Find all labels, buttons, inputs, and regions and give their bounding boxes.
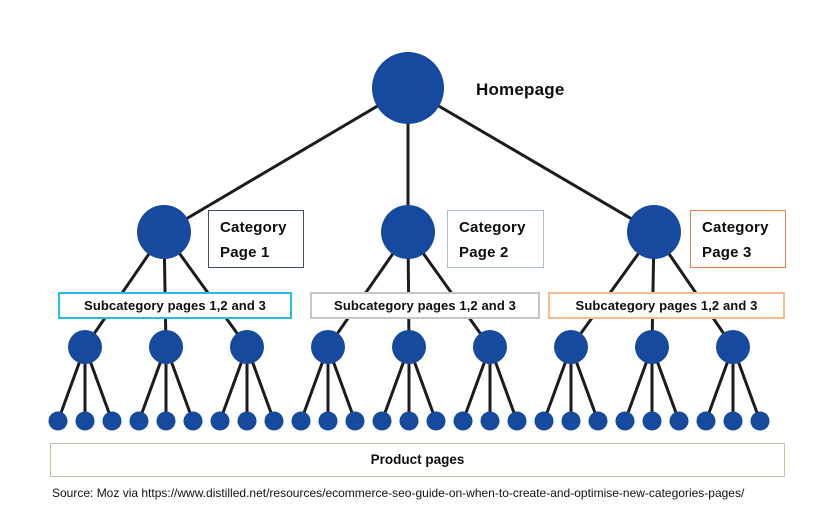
category-page-2-box: Category Page 2 — [447, 210, 544, 268]
product-node — [507, 411, 527, 431]
subcategory-node — [230, 330, 264, 364]
subcategory-node — [554, 330, 588, 364]
product-node — [615, 411, 635, 431]
product-node — [291, 411, 311, 431]
category-page-3-line2: Page 3 — [702, 244, 752, 261]
product-node — [669, 411, 689, 431]
category-page-2-line2: Page 2 — [459, 244, 509, 261]
edge — [407, 86, 655, 234]
product-node — [642, 411, 662, 431]
product-node — [210, 411, 230, 431]
product-node — [345, 411, 365, 431]
product-node — [426, 411, 446, 431]
source-attribution: Source: Moz via https://www.distilled.ne… — [52, 486, 745, 500]
subcategory-box-3: Subcategory pages 1,2 and 3 — [548, 292, 785, 319]
homepage-label: Homepage — [476, 80, 565, 99]
subcategory-node — [311, 330, 345, 364]
product-node — [102, 411, 122, 431]
product-node — [183, 411, 203, 431]
product-node — [480, 411, 500, 431]
product-node — [399, 411, 419, 431]
product-node — [156, 411, 176, 431]
category-node — [381, 205, 435, 259]
subcategory-node — [716, 330, 750, 364]
category-page-1-line1: Category — [220, 219, 287, 236]
category-page-3-box: Category Page 3 — [690, 210, 786, 268]
category-node — [137, 205, 191, 259]
product-node — [318, 411, 338, 431]
product-pages-box: Product pages — [50, 443, 785, 477]
edge — [163, 86, 409, 234]
subcategory-node — [149, 330, 183, 364]
product-node — [534, 411, 554, 431]
category-page-2-line1: Category — [459, 219, 526, 236]
product-node — [237, 411, 257, 431]
product-node — [696, 411, 716, 431]
product-node — [372, 411, 392, 431]
subcategory-node — [392, 330, 426, 364]
product-node — [723, 411, 743, 431]
subcategory-node — [68, 330, 102, 364]
category-page-1-line2: Page 1 — [220, 244, 270, 261]
product-node — [750, 411, 770, 431]
subcategory-node — [635, 330, 669, 364]
subcategory-box-1: Subcategory pages 1,2 and 3 — [58, 292, 292, 319]
category-page-1-box: Category Page 1 — [208, 210, 304, 268]
category-node — [627, 205, 681, 259]
subcategory-box-2: Subcategory pages 1,2 and 3 — [310, 292, 540, 319]
homepage-node — [372, 52, 444, 124]
subcategory-node — [473, 330, 507, 364]
product-node — [264, 411, 284, 431]
product-node — [48, 411, 68, 431]
product-node — [75, 411, 95, 431]
product-node — [561, 411, 581, 431]
category-page-3-line1: Category — [702, 219, 769, 236]
product-node — [588, 411, 608, 431]
product-node — [453, 411, 473, 431]
product-node — [129, 411, 149, 431]
